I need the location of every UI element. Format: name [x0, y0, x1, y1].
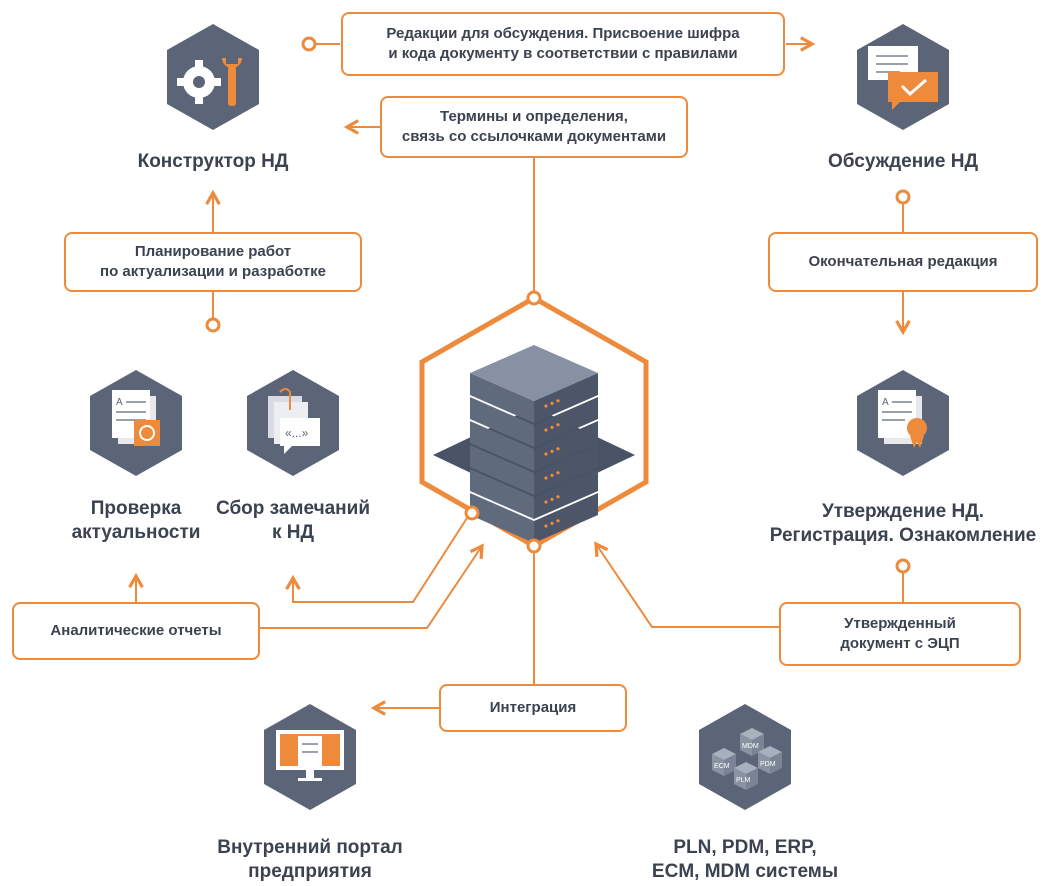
server-layer-side: [470, 397, 534, 447]
server-led: [544, 452, 548, 456]
document-refresh-icon: A: [112, 390, 160, 446]
server-led: [550, 425, 554, 429]
box-redaktsii: Редакции для обсуждения. Присвоение шифр…: [341, 12, 785, 76]
server-stack-icon: [433, 345, 635, 543]
cube-pdm: [758, 746, 782, 774]
label-utverzhdenie: Утверждение НД. Регистрация. Ознакомлени…: [769, 501, 1037, 546]
server-layer-front: [534, 373, 598, 423]
server-led: [550, 401, 554, 405]
server-layer-front: [534, 397, 598, 447]
chat-check-icon: [868, 46, 938, 110]
gear-wrench-icon: [177, 58, 242, 106]
connector-dot: [301, 36, 317, 52]
server-cubes-icon: ECM MDM PLM PDM: [712, 728, 782, 790]
hex-konstruktor: [167, 24, 259, 130]
svg-text:A: A: [882, 397, 889, 408]
hex-proverka: A: [90, 370, 182, 476]
server-led: [544, 524, 548, 528]
label-obsuzhdenie: Обсуждение НД: [828, 151, 978, 172]
label-portal: Внутренний портал предприятия: [217, 837, 403, 882]
hex-systems: ECM MDM PLM PDM: [699, 704, 791, 810]
arrow-analytics-to-center: [260, 546, 482, 629]
label-proverka: Проверка актуальности: [71, 498, 201, 543]
server-led: [550, 521, 554, 526]
label-systems: PLN, PDM, ERP, ECM, MDM системы: [651, 837, 839, 882]
cube-label: PDM: [760, 761, 776, 768]
cube-ecm: [712, 748, 736, 776]
server-led: [556, 447, 560, 451]
cube-label: ECM: [714, 763, 730, 770]
box-terminy: Термины и определения, связь со ссылочка…: [380, 96, 688, 158]
server-led: [544, 404, 548, 408]
connector-dot: [895, 189, 911, 205]
server-layer-front: [534, 469, 598, 519]
server-layer-side: [470, 421, 534, 471]
server-led: [556, 519, 560, 523]
hex-portal: [264, 704, 356, 810]
server-led: [556, 495, 560, 499]
arrow-to-center-utv: [596, 544, 779, 628]
svg-text:«...»: «...»: [285, 426, 309, 440]
connector-dot: [526, 290, 542, 306]
document-quote-icon: «...»: [268, 388, 320, 454]
box-integratsiya: Интеграция: [439, 684, 627, 732]
server-layer-side: [470, 373, 534, 423]
monitor-document-icon: [276, 730, 344, 781]
label-konstruktor: Конструктор НД: [137, 151, 289, 172]
hex-obsuzhdenie: [857, 24, 949, 130]
label-sbor: Сбор замечаний к НД: [215, 498, 371, 543]
server-layer-side: [470, 493, 534, 543]
server-led: [544, 428, 548, 432]
hex-utverzhdenie: A: [857, 370, 949, 476]
connector-dot: [895, 558, 911, 574]
server-led: [550, 497, 554, 501]
server-layer-front: [534, 445, 598, 495]
hex-sbor: «...»: [247, 370, 339, 476]
box-okonchatelnaya: Окончательная редакция: [768, 232, 1038, 292]
connector-dot: [464, 505, 480, 521]
cube-label: PLM: [736, 777, 751, 784]
document-seal-icon: A: [878, 390, 927, 448]
server-led: [550, 473, 554, 477]
cube-label: MDM: [742, 743, 759, 750]
server-led: [544, 500, 548, 504]
box-planirovanie: Планирование работ по актуализации и раз…: [64, 232, 362, 292]
server-layer-front: [534, 493, 598, 543]
server-led: [544, 476, 548, 480]
box-utverzhdennyi: Утвержденный документ с ЭЦП: [779, 602, 1021, 666]
box-analiticheskie: Аналитические отчеты: [12, 602, 260, 660]
connector-dot: [526, 538, 542, 554]
server-layer-front: [534, 421, 598, 471]
server-led: [556, 471, 560, 475]
server-layer-side: [470, 469, 534, 519]
server-layer-side: [470, 445, 534, 495]
server-led: [556, 423, 560, 427]
server-top: [470, 345, 598, 401]
connector-dot: [205, 317, 221, 333]
server-led: [550, 449, 554, 453]
server-led: [556, 399, 560, 403]
cube-plm: [734, 762, 758, 790]
svg-text:A: A: [116, 397, 123, 408]
connector-analytics-sbor: [293, 517, 468, 603]
